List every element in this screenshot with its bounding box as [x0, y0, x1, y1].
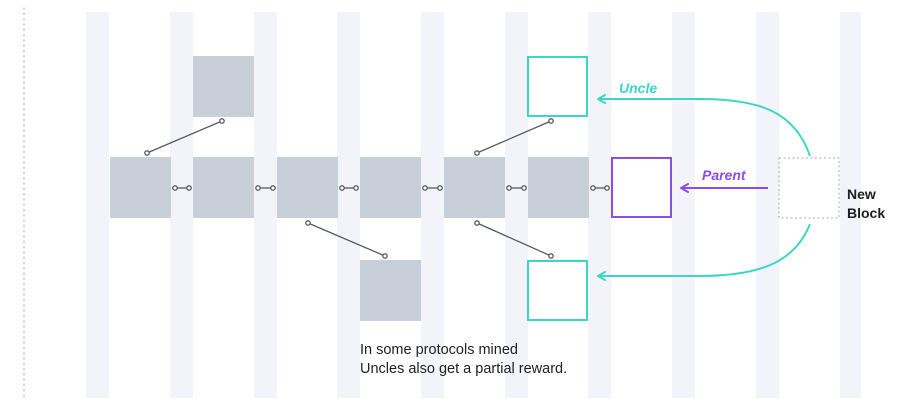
chain-block — [528, 157, 589, 218]
chain-block — [360, 157, 421, 218]
chain-block — [110, 157, 171, 218]
uncle-arrow-top — [597, 94, 811, 157]
column-stripe — [840, 12, 861, 398]
chain-connectors — [172, 185, 610, 191]
uncle-connectors — [144, 118, 554, 259]
column-stripe — [505, 12, 528, 398]
column-stripe — [588, 12, 611, 398]
column-stripe — [86, 12, 109, 398]
uncle-block-top — [193, 56, 254, 117]
chain-block — [444, 157, 505, 218]
referenced-uncle-top — [527, 56, 588, 117]
main-chain — [110, 157, 589, 218]
uncle-label: Uncle — [619, 80, 657, 96]
column-stripe — [337, 12, 360, 398]
new-block-label-line2: Block — [847, 205, 885, 221]
parent-label: Parent — [702, 167, 747, 183]
column-stripes — [86, 12, 861, 398]
column-stripe — [421, 12, 444, 398]
uncle-arrow-bottom — [597, 223, 811, 281]
new-block — [778, 157, 840, 219]
new-block-label-line1: New — [847, 186, 876, 202]
caption-line-2: Uncles also get a partial reward. — [360, 361, 568, 377]
referenced-uncle-bottom — [527, 260, 588, 321]
chain-block — [277, 157, 338, 218]
column-stripe — [170, 12, 193, 398]
column-stripe — [254, 12, 277, 398]
column-stripe — [756, 12, 779, 398]
caption-line-1: In some protocols mined — [360, 342, 518, 358]
chain-block — [193, 157, 254, 218]
column-stripe — [672, 12, 695, 398]
caption: In some protocols mined Uncles also get … — [360, 341, 567, 379]
uncle-block-bottom — [360, 260, 421, 321]
parent-block — [611, 157, 672, 218]
